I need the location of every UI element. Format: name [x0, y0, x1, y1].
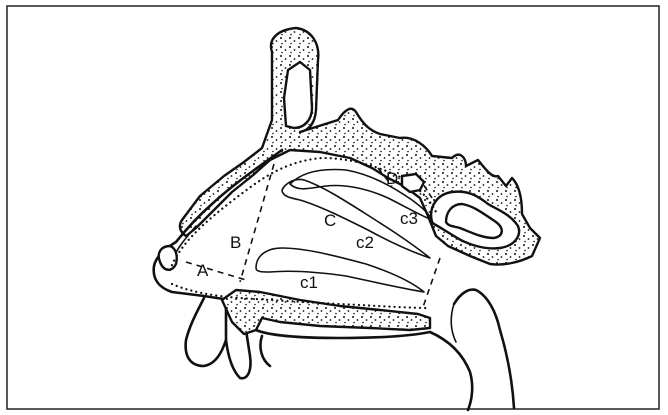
- divider-c-back: [422, 258, 440, 310]
- label-c3: c3: [400, 209, 418, 228]
- pharynx-floor: [256, 330, 472, 410]
- inferior-turbinate: [256, 248, 424, 292]
- nose-outline: [154, 150, 282, 300]
- label-c2: c2: [356, 233, 374, 252]
- pharynx-back: [454, 290, 514, 408]
- label-c1: c1: [300, 273, 318, 292]
- label-d: D: [386, 169, 398, 188]
- nostril: [159, 246, 177, 270]
- divider-a-b: [186, 262, 246, 280]
- label-b: B: [230, 233, 241, 252]
- label-c: C: [324, 211, 336, 230]
- label-a: A: [197, 261, 209, 280]
- lower-lip: [260, 336, 270, 366]
- hard-palate: [222, 290, 430, 334]
- upper-lip: [186, 298, 226, 366]
- outer-border: [7, 6, 659, 409]
- frontal-sinus-window: [284, 62, 312, 128]
- pharynx-inner: [451, 304, 456, 342]
